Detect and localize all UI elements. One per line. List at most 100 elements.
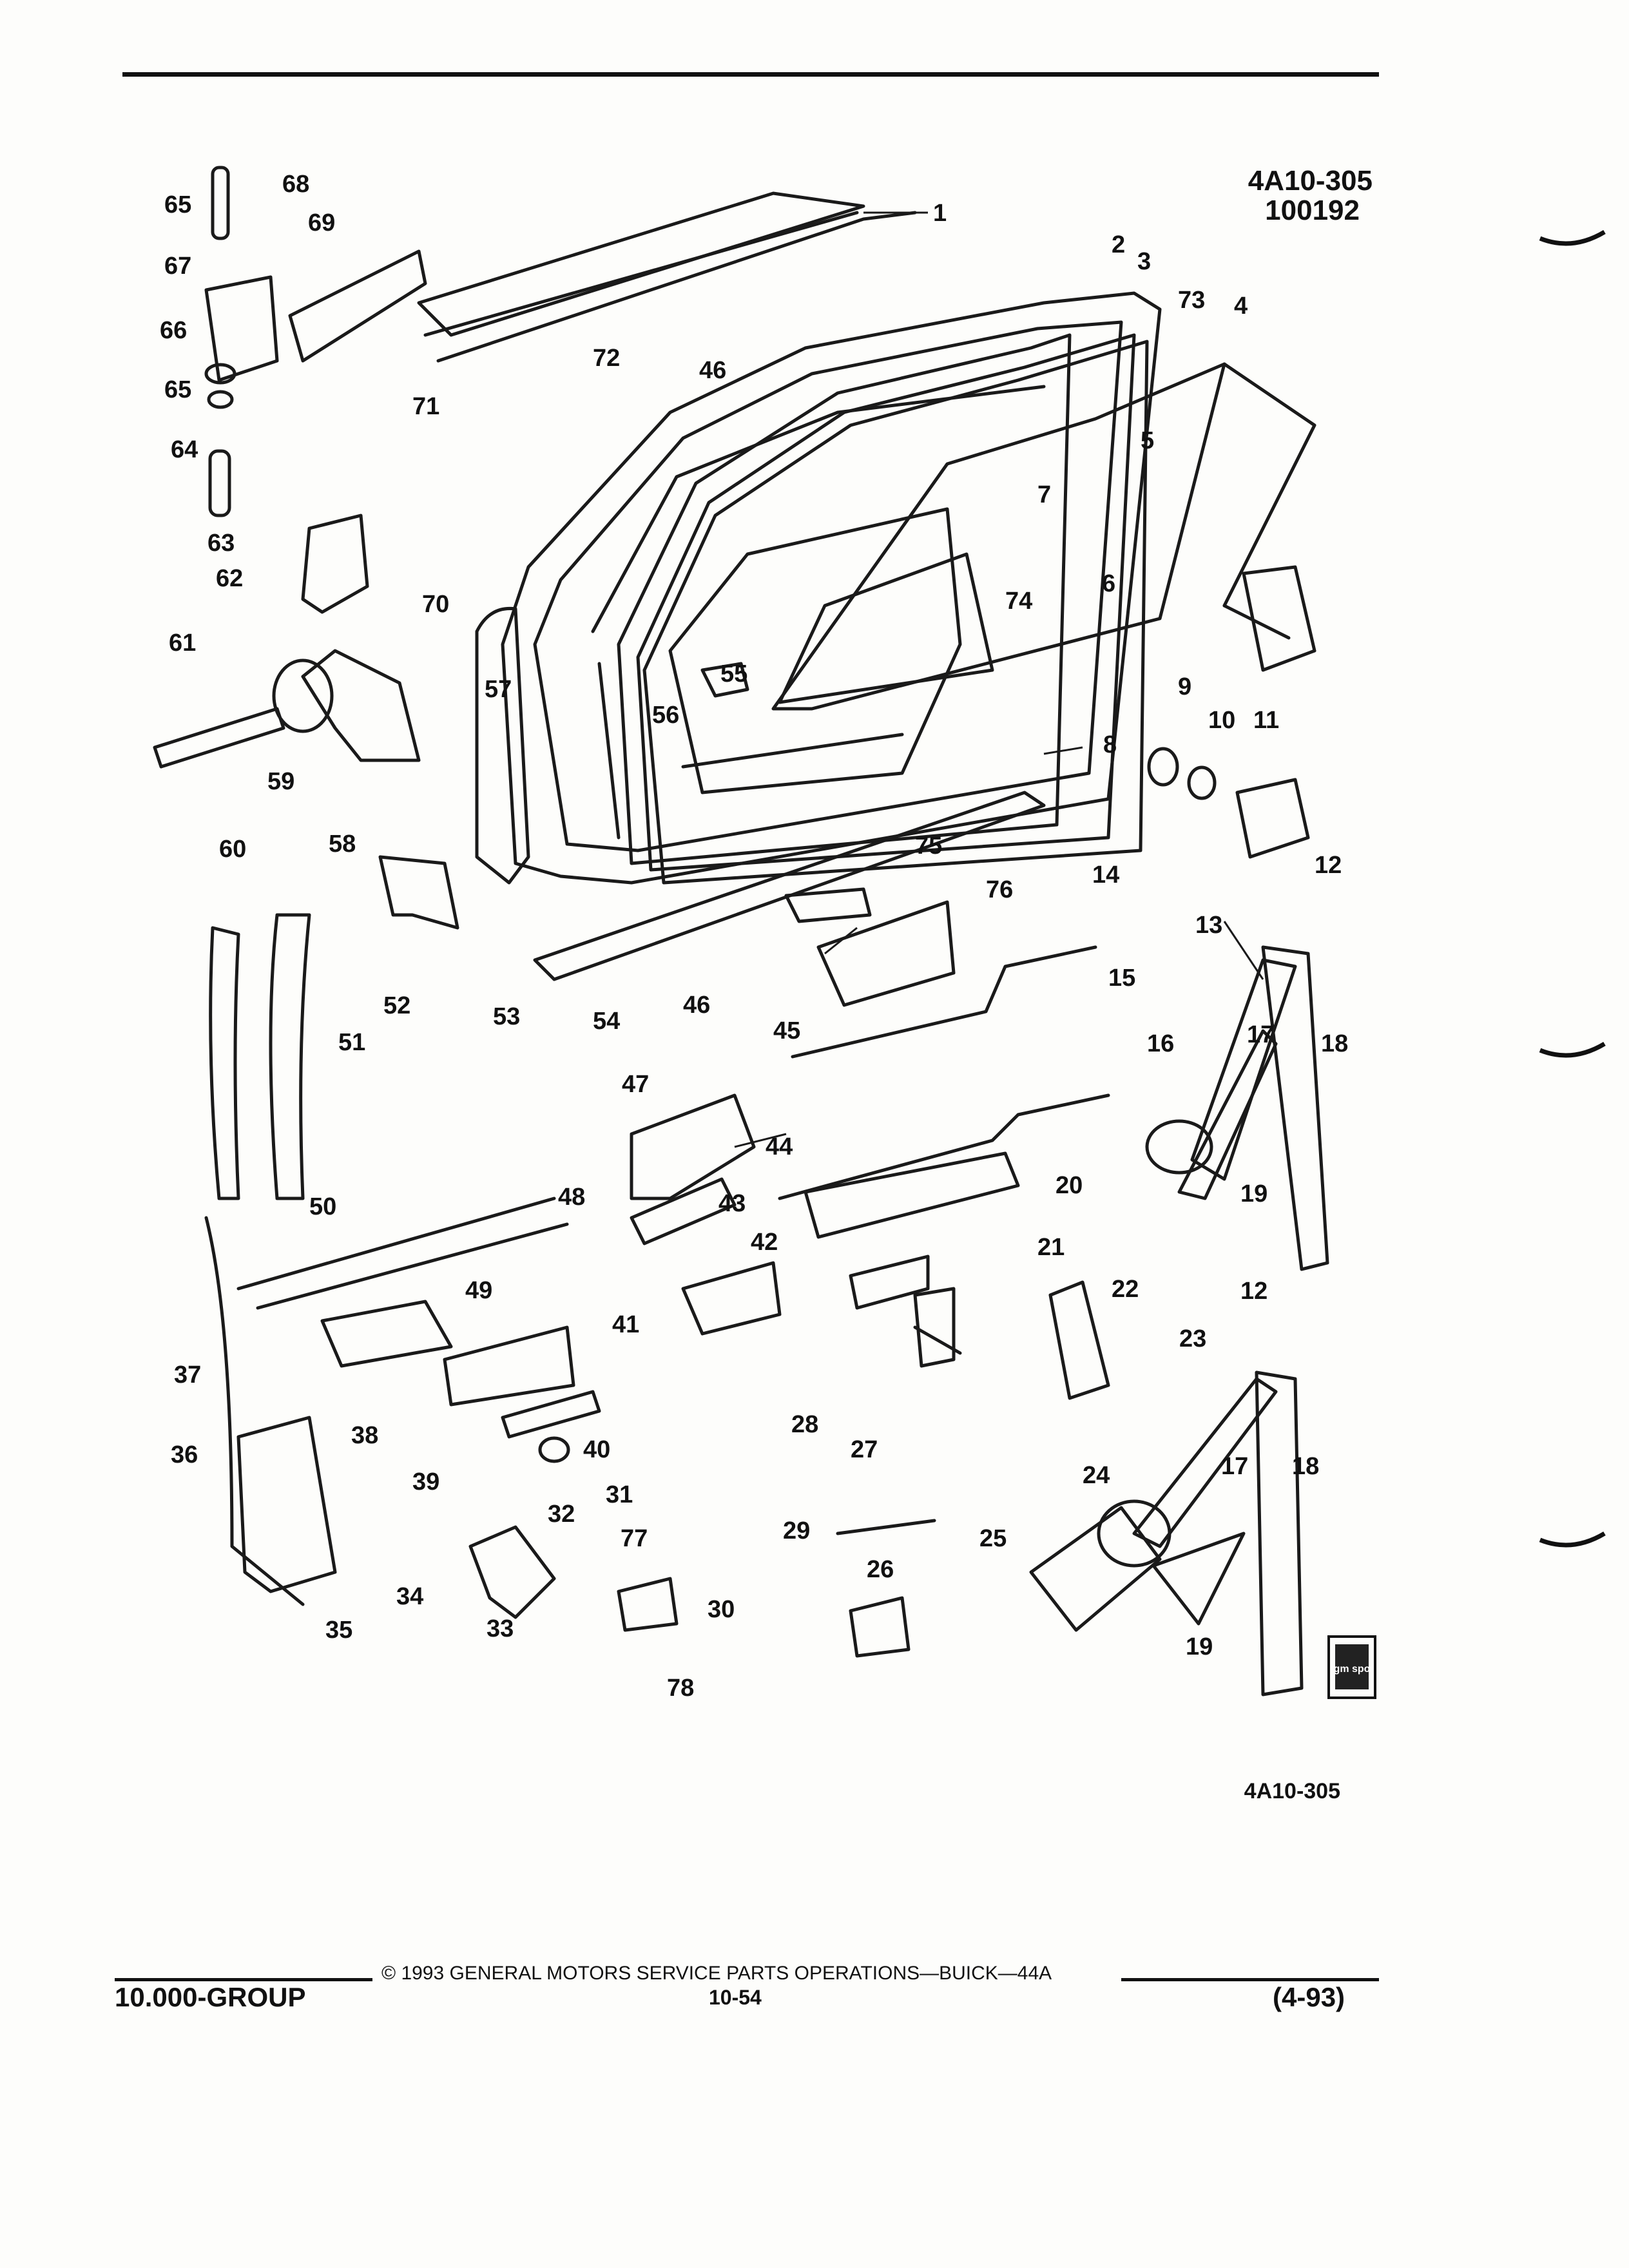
- lower-regulator-drawing: [1029, 1370, 1304, 1696]
- callout-74: 74: [1005, 588, 1032, 615]
- callout-12: 12: [1315, 852, 1342, 879]
- top-molding-drawing: [417, 191, 917, 363]
- callout-13: 13: [1195, 912, 1222, 939]
- callout-33: 33: [487, 1615, 514, 1642]
- callout-30: 30: [708, 1596, 735, 1623]
- callout-65: 65: [164, 191, 191, 218]
- callout-65-lower: 65: [164, 376, 191, 403]
- side-seal-drawing: [209, 913, 311, 1200]
- callout-26: 26: [867, 1556, 894, 1583]
- callout-52: 52: [383, 992, 410, 1019]
- callout-41: 41: [612, 1311, 639, 1338]
- small-parts-drawing: [468, 565, 1316, 1658]
- callout-12-lower: 12: [1240, 1278, 1268, 1305]
- callout-71: 71: [412, 393, 439, 420]
- callout-45: 45: [773, 1017, 800, 1044]
- callout-20: 20: [1055, 1172, 1083, 1199]
- callout-67: 67: [164, 253, 191, 280]
- callout-50: 50: [309, 1193, 336, 1220]
- callout-19-lower: 19: [1186, 1633, 1213, 1660]
- callout-78: 78: [667, 1675, 694, 1702]
- callout-60: 60: [219, 836, 246, 863]
- callout-18: 18: [1321, 1030, 1348, 1057]
- callout-4: 4: [1234, 293, 1248, 320]
- callout-18-lower: 18: [1292, 1453, 1319, 1480]
- window-glass-drawing: [771, 362, 1316, 711]
- footer-rule-right: [1121, 1978, 1379, 1981]
- callout-31: 31: [606, 1481, 633, 1508]
- callout-1: 1: [933, 200, 947, 227]
- callout-37: 37: [174, 1361, 201, 1389]
- callout-68: 68: [282, 171, 309, 198]
- callout-38: 38: [351, 1422, 378, 1449]
- callout-53: 53: [493, 1003, 520, 1030]
- callout-23: 23: [1179, 1325, 1206, 1352]
- weatherstrip-drawing: [617, 333, 1149, 885]
- callout-34: 34: [396, 1583, 423, 1610]
- callout-76: 76: [986, 876, 1013, 903]
- inner-panel-drawing: [668, 507, 962, 794]
- callout-51: 51: [338, 1029, 365, 1056]
- top-rule: [122, 72, 1379, 77]
- callout-49: 49: [465, 1277, 492, 1304]
- page-number: 10-54: [709, 1986, 762, 2009]
- callout-62: 62: [216, 565, 243, 592]
- callout-7: 7: [1037, 481, 1051, 508]
- callout-11: 11: [1253, 707, 1279, 734]
- trim-panel-drawing: [204, 1196, 601, 1606]
- callout-10: 10: [1208, 707, 1235, 734]
- callout-43: 43: [718, 1190, 746, 1217]
- callout-61: 61: [169, 629, 196, 657]
- bottom-figure-code: 4A10-305: [1244, 1779, 1340, 1803]
- group-label: 10.000-GROUP: [115, 1982, 306, 2012]
- callout-72: 72: [593, 345, 620, 372]
- callout-17-lower: 17: [1221, 1453, 1248, 1480]
- callout-73: 73: [1178, 287, 1205, 314]
- callout-48: 48: [558, 1184, 585, 1211]
- callout-77: 77: [621, 1525, 648, 1552]
- callout-35: 35: [325, 1617, 352, 1644]
- callout-25: 25: [979, 1525, 1007, 1552]
- callout-32: 32: [548, 1501, 575, 1528]
- callout-3: 3: [1137, 248, 1151, 275]
- callout-19: 19: [1240, 1180, 1268, 1207]
- callout-64: 64: [171, 436, 198, 463]
- sill-molding-drawing: [533, 791, 1046, 981]
- leader-lines: [734, 211, 1264, 1148]
- callout-55: 55: [720, 660, 747, 687]
- callout-46: 46: [699, 357, 726, 384]
- callout-63: 63: [207, 530, 235, 557]
- callout-29: 29: [783, 1517, 810, 1544]
- callout-57: 57: [485, 676, 512, 703]
- callout-24: 24: [1083, 1462, 1110, 1489]
- callout-21: 21: [1037, 1234, 1065, 1261]
- callout-15: 15: [1108, 965, 1135, 992]
- callout-46-lower: 46: [683, 992, 710, 1019]
- footer-rule-left: [115, 1978, 372, 1981]
- callout-59: 59: [267, 768, 294, 795]
- gm-spo-badge: gm spo: [1327, 1635, 1376, 1699]
- callout-66: 66: [160, 317, 187, 344]
- callout-9: 9: [1178, 673, 1191, 700]
- callout-44: 44: [766, 1133, 793, 1160]
- callout-40: 40: [583, 1436, 610, 1463]
- callout-75: 75: [915, 832, 942, 860]
- callout-58: 58: [329, 831, 356, 858]
- callout-27: 27: [851, 1436, 878, 1463]
- gm-spo-badge-text: gm spo: [1334, 1664, 1371, 1675]
- callout-6: 6: [1102, 570, 1115, 597]
- hinge-parts-drawing: [153, 166, 459, 930]
- callout-28: 28: [791, 1411, 818, 1438]
- callout-8: 8: [1103, 731, 1117, 758]
- callout-54: 54: [593, 1008, 620, 1035]
- callout-70: 70: [422, 591, 449, 618]
- callout-22: 22: [1112, 1276, 1139, 1303]
- handles-rods-drawing: [630, 887, 1110, 1400]
- callout-56: 56: [652, 702, 679, 729]
- copyright-line: © 1993 GENERAL MOTORS SERVICE PARTS OPER…: [381, 1963, 1052, 1984]
- callout-39: 39: [412, 1468, 439, 1495]
- figure-code: 4A10-305: [1248, 165, 1373, 197]
- callout-47: 47: [622, 1071, 649, 1098]
